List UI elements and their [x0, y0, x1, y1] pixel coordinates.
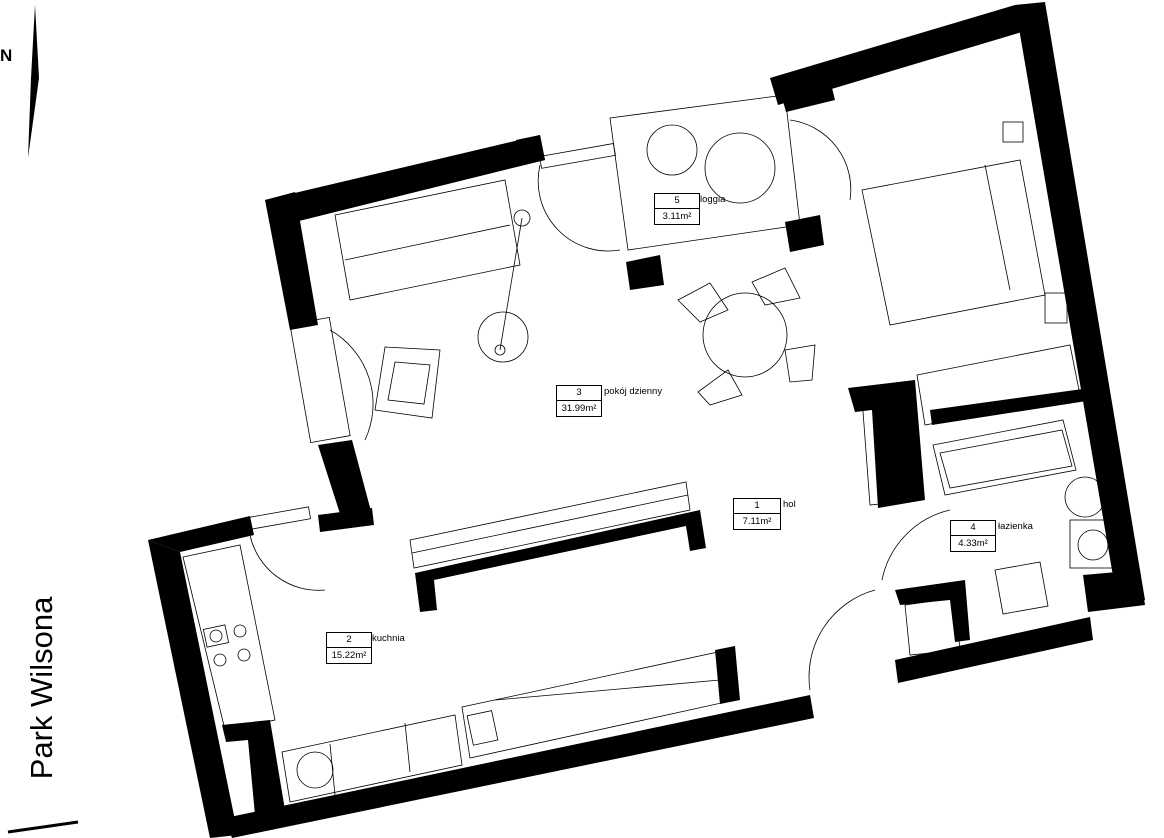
- room-number: 5: [655, 194, 699, 209]
- room-name: hol: [783, 499, 796, 510]
- room-name: pokój dzienny: [604, 386, 663, 397]
- room-name: łazienka: [998, 521, 1033, 532]
- room-name: loggia: [700, 194, 726, 205]
- room-number: 4: [951, 521, 995, 536]
- north-arrow-icon: [28, 5, 39, 158]
- room-number: 3: [557, 386, 601, 401]
- room-name: kuchnia: [372, 633, 405, 644]
- room-number: 1: [734, 499, 780, 514]
- furniture: [182, 94, 1117, 803]
- room-number: 2: [327, 633, 371, 648]
- street-name-container: Park Wilsona: [22, 578, 62, 798]
- room-area: 4.33m²: [958, 538, 988, 549]
- room-area: 3.11m²: [662, 211, 692, 222]
- room-area: 31.99m²: [561, 403, 597, 414]
- street-name: Park Wilsona: [24, 596, 59, 780]
- room-area: 7.11m²: [742, 516, 772, 527]
- exterior-walls: [148, 2, 1145, 838]
- street-line: [7, 820, 79, 834]
- room-area: 15.22m²: [331, 650, 367, 661]
- north-label: N: [0, 46, 13, 65]
